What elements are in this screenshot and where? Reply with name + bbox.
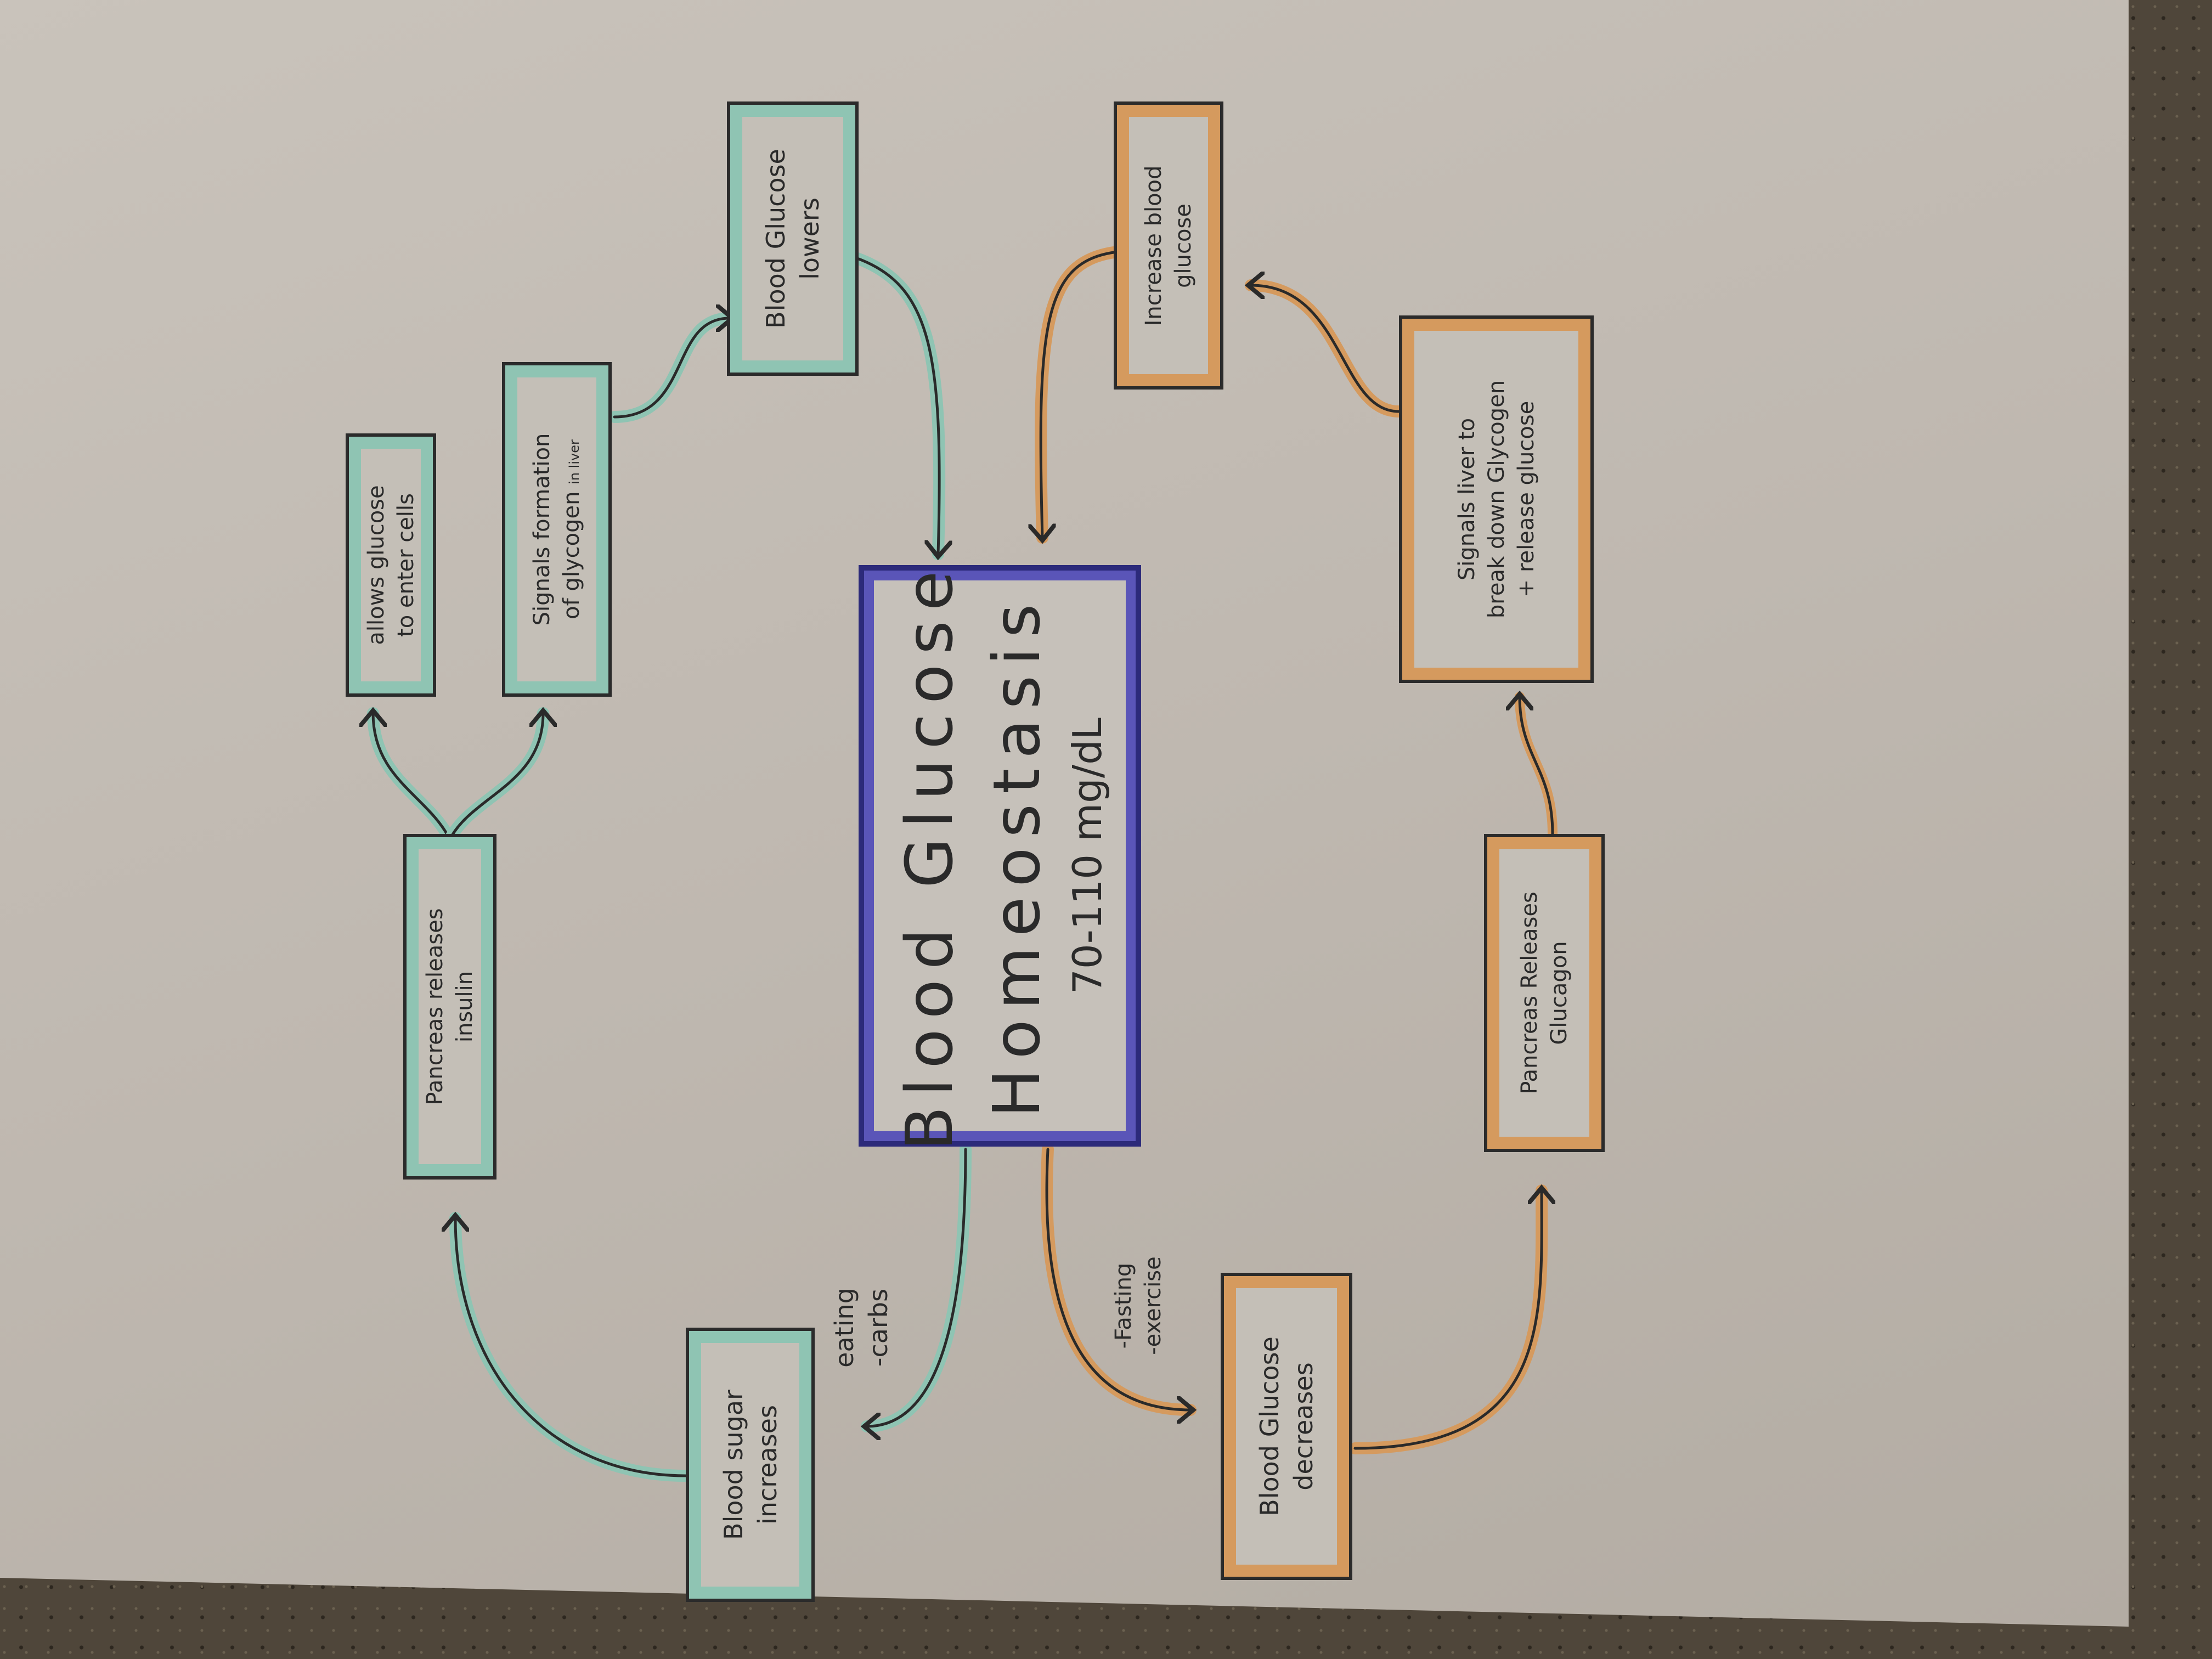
node-pancreas-releases-glucagon: Pancreas Releases Glucagon [1484,834,1605,1152]
node-text-line: of glycogen in liver [557,433,586,626]
node-text-line: break down Glycogen [1483,380,1509,619]
arrow-lowers-to-center [850,252,946,560]
node-text-line: increases [752,1405,782,1525]
trigger-label-carbs: -carbs [864,1288,893,1367]
node-text-line: glucose [1171,203,1196,288]
node-text-line: Blood Glucose [1254,1336,1284,1516]
node-allows-glucose-enter-cells: allows glucose to enter cells [346,433,436,697]
node-increase-blood-glucose: Increase blood glucose [1114,101,1223,390]
node-text-line: Glucagon [1547,941,1572,1045]
node-text-line: lowers [795,198,825,280]
node-text-line: decreases [1289,1362,1318,1491]
center-homeostasis-box: Blood Glucose Homeostasis 70-110 mg/dL [859,561,1141,1150]
trigger-label-exercise: -exercise [1141,1256,1166,1355]
glycogen-text: of glycogen [559,491,584,619]
node-text-line: Pancreas releases [422,908,448,1105]
arrow-signals-liver-to-increase [1245,279,1405,417]
node-text-line: Signals formation [529,433,555,626]
node-text-line: allows glucose [363,485,389,645]
trigger-label-eating: eating [829,1288,859,1368]
arrow-sugar-increases-to-pancreas [449,1212,692,1482]
eating-carbs-label: eating -carbs [817,1256,905,1399]
center-title-line1: Blood Glucose [891,561,967,1151]
node-text-line: Increase blood [1141,165,1166,326]
node-blood-glucose-lowers: Blood Glucose lowers [727,101,859,376]
trigger-label-fasting: -Fasting [1111,1262,1136,1349]
node-text-line: insulin [452,970,477,1043]
node-signals-formation-glycogen: Signals formation of glycogen in liver [502,362,612,697]
node-blood-glucose-decreases: Blood Glucose decreases [1221,1273,1352,1580]
center-text: Blood Glucose Homeostasis 70-110 mg/dL [886,561,1114,1151]
node-text-line: + release glucose [1513,400,1539,598]
node-blood-sugar-increases: Blood sugar increases [686,1328,815,1602]
node-pancreas-releases-insulin: Pancreas releases insulin [403,834,496,1180]
node-signals-liver-break-down-glycogen: Signals liver to break down Glycogen + r… [1399,315,1594,683]
node-text-line: Blood sugar [718,1390,748,1540]
node-text-line: Blood Glucose [760,149,791,329]
node-text-line: Pancreas Releases [1517,891,1542,1094]
in-liver-note: in liver [567,439,582,484]
node-text-line: Signals liver to [1454,417,1480,581]
normal-range-label: 70-110 mg/dL [1064,718,1110,994]
arrow-decreases-to-glucagon [1349,1184,1548,1454]
center-title-line2: Homeostasis [978,594,1054,1118]
node-text-line: to enter cells [393,493,419,637]
arrow-glycogen-to-lowers [608,312,736,423]
arrow-increase-to-center [1035,246,1120,544]
fasting-exercise-label: -Fasting -exercise [1097,1223,1180,1388]
